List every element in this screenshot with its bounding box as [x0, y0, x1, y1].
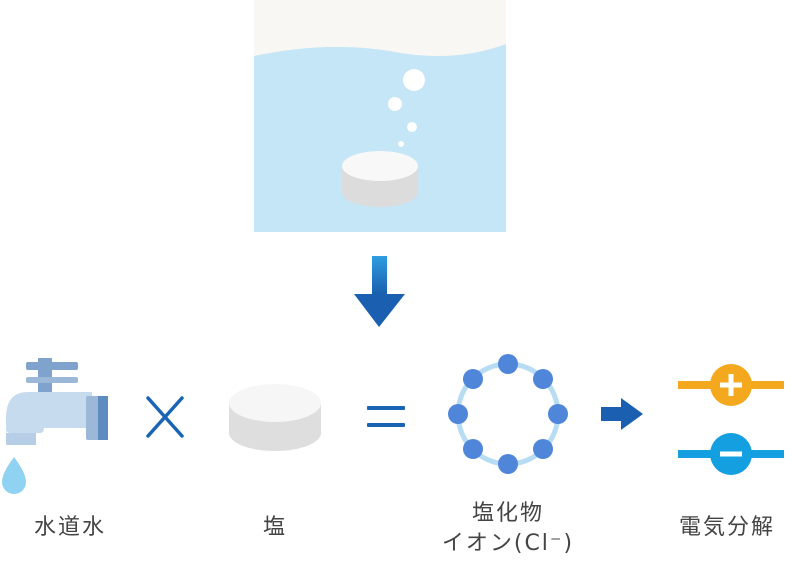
chloride-ion-ring-icon — [448, 354, 568, 474]
label-tap-water: 水道水 — [33, 515, 106, 540]
ion-dot — [498, 354, 518, 374]
bubble — [407, 122, 417, 132]
right-arrow-icon — [601, 398, 643, 430]
ion-dot — [533, 439, 553, 459]
bubble — [398, 141, 404, 147]
label-salt: 塩 — [262, 515, 287, 540]
ion-dot — [548, 404, 568, 424]
ion-dot — [533, 369, 553, 389]
bubble — [388, 97, 402, 111]
salt-tablet-in-water — [342, 151, 418, 207]
faucet-icon — [2, 358, 108, 494]
ion-dot — [498, 454, 518, 474]
plus-electrode-icon — [678, 364, 784, 406]
ion-dot — [463, 369, 483, 389]
down-arrow-icon — [354, 256, 405, 327]
ion-dot — [448, 404, 468, 424]
ion-dot — [463, 439, 483, 459]
label-chloride-line1: 塩化物 — [471, 501, 544, 526]
equals-symbol — [367, 406, 405, 427]
label-electrolysis: 電気分解 — [678, 515, 775, 540]
salt-tablet-icon — [229, 384, 321, 451]
label-chloride-line2: イオン(Cl⁻) — [441, 531, 575, 556]
minus-electrode-icon — [678, 433, 784, 475]
times-symbol — [146, 396, 184, 438]
bubble — [403, 69, 425, 91]
water-glass-illustration — [254, 0, 506, 232]
